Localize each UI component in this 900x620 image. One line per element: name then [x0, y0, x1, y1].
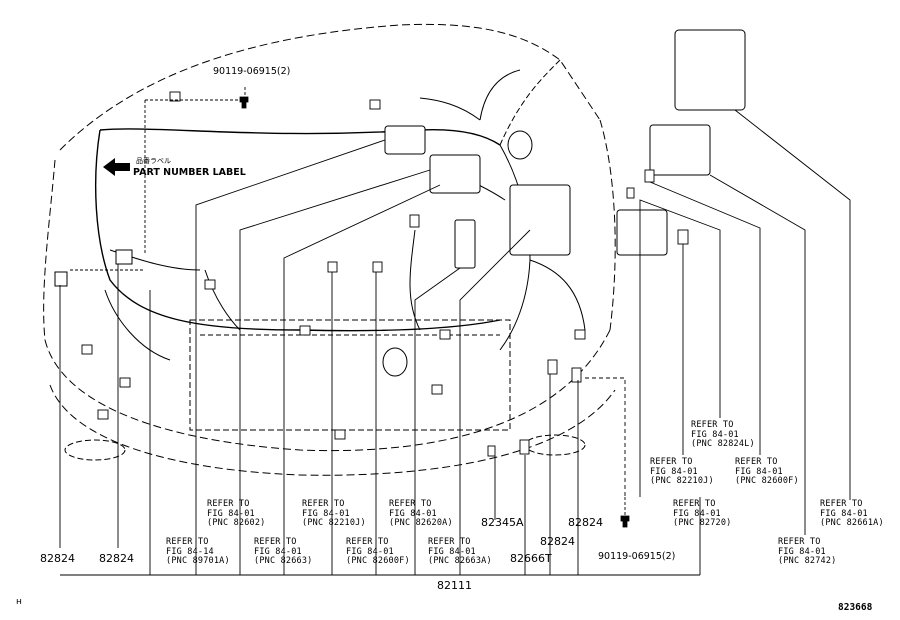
part-82111: 82111	[437, 579, 472, 592]
part-82345A: 82345A	[481, 516, 524, 529]
fuse-block-component	[509, 184, 571, 256]
part-82824-mid: 82824	[540, 535, 575, 548]
refer-82600F-b: REFER TO FIG 84-01 (PNC 82600F)	[735, 457, 799, 486]
figure-number: 823668	[838, 602, 873, 613]
horn-component	[382, 347, 408, 377]
refer-82720: REFER TO FIG 84-01 (PNC 82720)	[673, 499, 732, 528]
part-82824-left2: 82824	[99, 552, 134, 565]
part-number-label: PART NUMBER LABEL	[133, 167, 246, 178]
reservoir-component	[507, 130, 533, 160]
part-82824-left1: 82824	[40, 552, 75, 565]
refer-82661A: REFER TO FIG 84-01 (PNC 82661A)	[820, 499, 884, 528]
refer-82210J-a: REFER TO FIG 84-01 (PNC 82210J)	[302, 499, 366, 528]
part-82824-mid2: 82824	[568, 516, 603, 529]
relay-box-component	[384, 125, 426, 155]
refer-82620A: REFER TO FIG 84-01 (PNC 82620A)	[389, 499, 453, 528]
refer-82210J-b: REFER TO FIG 84-01 (PNC 82210J)	[650, 457, 714, 486]
corner-mark: н	[16, 597, 22, 607]
refer-82742: REFER TO FIG 84-01 (PNC 82742)	[778, 537, 837, 566]
refer-89701A: REFER TO FIG 84-14 (PNC 89701A)	[166, 537, 230, 566]
refer-82824L: REFER TO FIG 84-01 (PNC 82824L)	[691, 420, 755, 449]
refer-82600F-a: REFER TO FIG 84-01 (PNC 82600F)	[346, 537, 410, 566]
refer-82663: REFER TO FIG 84-01 (PNC 82663)	[254, 537, 313, 566]
fuse-box-upper-component	[649, 124, 711, 176]
part-number-label-jp: 品番ラベル	[136, 157, 171, 165]
junction-block-component	[429, 154, 481, 194]
battery-box-component	[674, 29, 746, 111]
refer-82602: REFER TO FIG 84-01 (PNC 82602)	[207, 499, 266, 528]
refer-82663A: REFER TO FIG 84-01 (PNC 82663A)	[428, 537, 492, 566]
fuse-box-lower-component	[616, 209, 668, 256]
part-82666T: 82666T	[510, 552, 552, 565]
bolt-label-top: 90119-06915(2)	[213, 66, 291, 77]
arrow-left-icon	[103, 158, 130, 176]
bolt-label-bottom: 90119-06915(2)	[598, 551, 676, 562]
